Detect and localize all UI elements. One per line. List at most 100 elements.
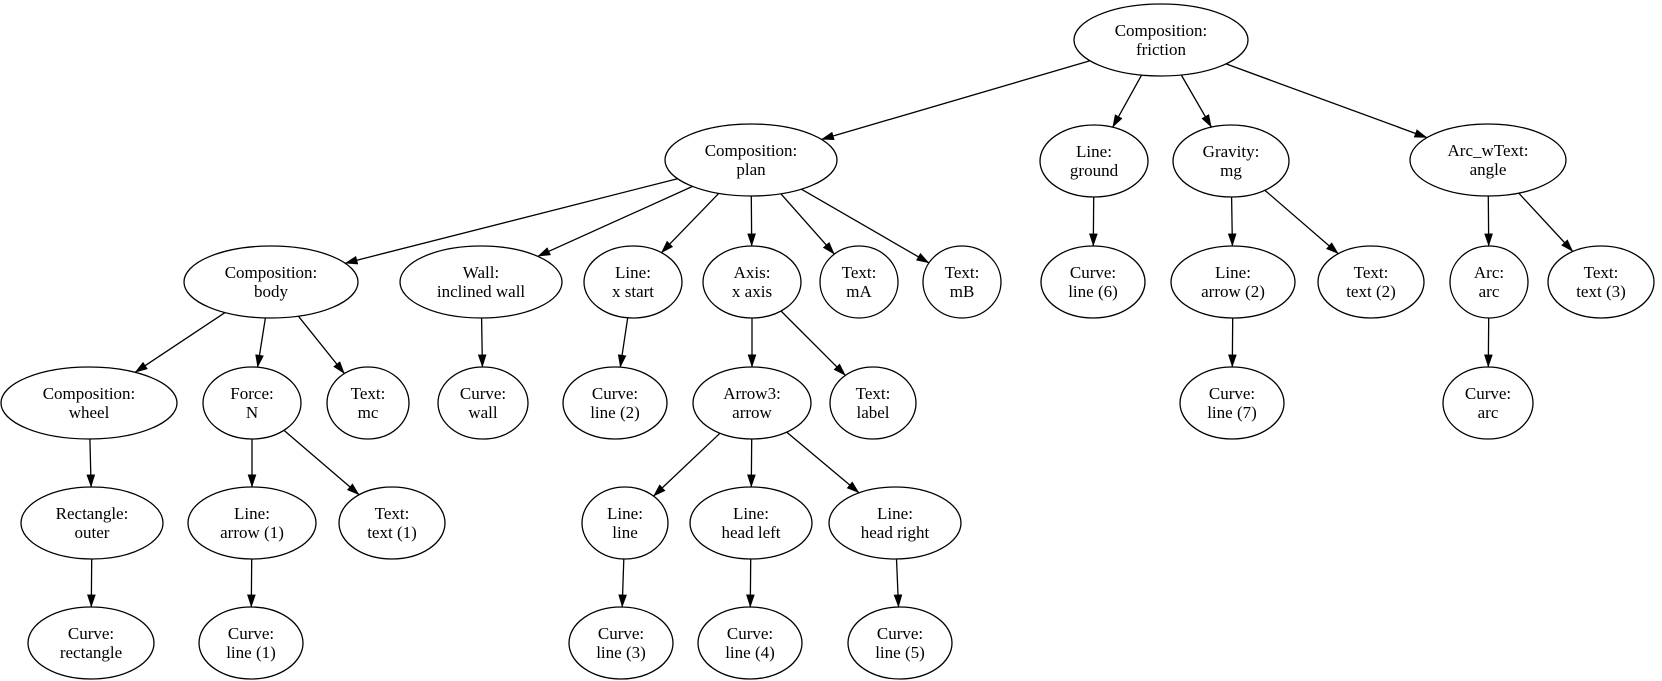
node-label-text3-line1: Text: <box>1584 263 1619 282</box>
node-ellipse-forceN <box>202 366 302 440</box>
node-outer: Rectangle:outer <box>20 486 164 560</box>
edges-layer <box>86 60 1574 608</box>
node-gravity: Gravity:mg <box>1172 124 1290 198</box>
node-ellipse-cline5 <box>847 606 953 680</box>
node-xstart: Line:x start <box>583 245 683 319</box>
node-label-arcN-line2: arc <box>1479 282 1500 301</box>
node-label-wall-line1: Wall: <box>463 263 499 282</box>
node-label-ground-line2: ground <box>1070 161 1119 180</box>
node-arrow1: Line:arrow (1) <box>187 486 317 560</box>
edge-plan-to-wall <box>537 185 693 257</box>
node-arrow3: Arrow3:arrow <box>692 366 812 440</box>
node-ellipse-cline1 <box>198 606 304 680</box>
edge-friction-to-plan <box>820 60 1091 141</box>
node-label: Text:label <box>829 366 917 440</box>
node-label-cline5-line1: Curve: <box>877 624 923 643</box>
node-ellipse-text2 <box>1317 245 1425 319</box>
node-label-body-line1: Composition: <box>225 263 318 282</box>
node-mA: Text:mA <box>819 245 899 319</box>
node-ellipse-carc <box>1442 366 1534 440</box>
node-cwall: Curve:wall <box>437 366 529 440</box>
node-label-plan-line2: plan <box>736 160 766 179</box>
node-label-line7-line1: Curve: <box>1209 384 1255 403</box>
node-label-lineL-line2: line <box>612 523 638 542</box>
node-label-cline4-line2: line (4) <box>725 643 775 662</box>
node-label-angle-line2: angle <box>1470 160 1507 179</box>
node-label-gravity-line2: mg <box>1220 161 1242 180</box>
edge-plan-to-xstart <box>660 192 720 254</box>
node-label-headR-line2: head right <box>861 523 930 542</box>
node-label-ground-line1: Line: <box>1076 142 1112 161</box>
node-label-cline5-line2: line (5) <box>875 643 925 662</box>
node-label-forceN-line2: N <box>246 403 258 422</box>
edge-friction-to-angle <box>1225 63 1428 139</box>
node-arcN: Arc:arc <box>1449 245 1529 319</box>
node-ellipse-arrow2 <box>1170 245 1296 319</box>
node-text1: Text:text (1) <box>338 486 446 560</box>
node-label-text1-line1: Text: <box>375 504 410 523</box>
node-label-line6-line1: Curve: <box>1070 263 1116 282</box>
node-label-arrow1-line1: Line: <box>234 504 270 523</box>
node-ellipse-line2 <box>562 366 668 440</box>
node-label-crect-line1: Curve: <box>68 624 114 643</box>
node-ellipse-arrow3 <box>692 366 812 440</box>
node-arrow2: Line:arrow (2) <box>1170 245 1296 319</box>
node-label-cline3-line2: line (3) <box>596 643 646 662</box>
node-cline5: Curve:line (5) <box>847 606 953 680</box>
node-ellipse-mc <box>326 366 410 440</box>
edge-headR-to-cline5 <box>893 558 903 608</box>
edge-body-to-mc <box>297 315 345 375</box>
node-label-label-line2: label <box>856 403 889 422</box>
node-label-arrow2-line2: arrow (2) <box>1201 282 1265 301</box>
node-ellipse-arrow1 <box>187 486 317 560</box>
node-wheel: Composition:wheel <box>0 366 178 440</box>
node-label-arrow2-line1: Line: <box>1215 263 1251 282</box>
node-ellipse-angle <box>1409 123 1567 197</box>
node-label-label-line1: Text: <box>856 384 891 403</box>
node-label-carc-line2: arc <box>1478 403 1499 422</box>
node-label-outer-line1: Rectangle: <box>56 504 129 523</box>
node-angle: Arc_wText:angle <box>1409 123 1567 197</box>
node-ellipse-headR <box>828 486 962 560</box>
node-label-line2-line2: line (2) <box>590 403 640 422</box>
node-line7: Curve:line (7) <box>1179 366 1285 440</box>
node-label-crect-line2: rectangle <box>60 643 122 662</box>
node-ground: Line:ground <box>1039 124 1149 198</box>
node-label-gravity-line1: Gravity: <box>1203 142 1260 161</box>
node-label-text2-line1: Text: <box>1354 263 1389 282</box>
node-label-cwall-line2: wall <box>468 403 498 422</box>
node-label-arcN-line1: Arc: <box>1474 263 1504 282</box>
node-label-axis-line1: Axis: <box>734 263 771 282</box>
node-headR: Line:head right <box>828 486 962 560</box>
node-label-headL-line2: head left <box>722 523 781 542</box>
node-label-friction-line2: friction <box>1136 40 1187 59</box>
node-ellipse-body <box>183 245 359 319</box>
node-ellipse-gravity <box>1172 124 1290 198</box>
node-ellipse-mB <box>922 245 1002 319</box>
node-headL: Line:head left <box>689 486 813 560</box>
node-label-forceN-line1: Force: <box>230 384 273 403</box>
node-label-mc-line1: Text: <box>351 384 386 403</box>
node-ellipse-xstart <box>583 245 683 319</box>
node-label-cline1-line1: Curve: <box>228 624 274 643</box>
edge-lineL-to-cline3 <box>618 558 627 608</box>
node-label-carc-line1: Curve: <box>1465 384 1511 403</box>
node-label-angle-line1: Arc_wText: <box>1448 141 1529 160</box>
node-ellipse-friction <box>1073 3 1249 77</box>
edge-wheel-to-outer <box>86 438 96 488</box>
node-label-arrow1-line2: arrow (1) <box>220 523 284 542</box>
node-label-friction-line1: Composition: <box>1115 21 1208 40</box>
edge-body-to-wheel <box>134 312 226 373</box>
node-label-arrow3-line1: Arrow3: <box>723 384 781 403</box>
edge-plan-to-mB <box>801 188 930 264</box>
edge-angle-to-text3 <box>1518 192 1574 252</box>
node-ellipse-text1 <box>338 486 446 560</box>
node-label-headR-line1: Line: <box>877 504 913 523</box>
node-text3: Text:text (3) <box>1547 245 1655 319</box>
node-ellipse-cline4 <box>697 606 803 680</box>
node-ellipse-label <box>829 366 917 440</box>
node-label-axis-line2: x axis <box>732 282 772 301</box>
node-label-xstart-line2: x start <box>612 282 654 301</box>
